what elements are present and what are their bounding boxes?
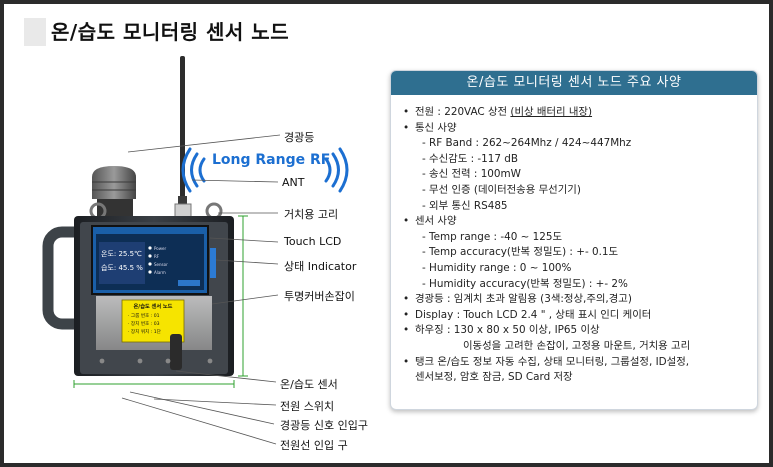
callout-antenna: ANT bbox=[282, 176, 305, 189]
spec-text: 센서 사양 bbox=[415, 215, 457, 228]
touch-lcd: 온도: 25.5℃ 습도: 45.5 % Power RF Sensor Ala… bbox=[91, 225, 209, 295]
lcd-status-list: Power RF Sensor Alarm bbox=[148, 246, 168, 275]
spec-text: - 외부 통신 RS485 bbox=[422, 199, 508, 212]
spec-row: • 통신 사양 bbox=[403, 121, 757, 137]
spec-text-underlined: (비상 배터리 내장) bbox=[510, 106, 593, 118]
callout-lines bbox=[121, 134, 281, 445]
spec-text: 센서보정, 암호 잠금, SD Card 저장 bbox=[415, 371, 573, 384]
sensor-probe bbox=[170, 334, 182, 370]
cover-label-title: 온/습도 센서 노드 bbox=[134, 302, 173, 310]
spec-row: - Humidity accuracy(반복 정밀도) : +- 2% bbox=[403, 277, 757, 293]
bullet-icon: • bbox=[403, 293, 410, 306]
callout-sensor: 온/습도 센서 bbox=[280, 378, 338, 391]
spec-text: - RF Band : 262~264Mhz / 424~447Mhz bbox=[422, 137, 632, 150]
rf-wave-icon-left bbox=[181, 147, 206, 193]
lcd-temp: 온도: 25.5℃ bbox=[101, 250, 142, 258]
spec-row: - 외부 통신 RS485 bbox=[403, 199, 757, 215]
callout-beacon-input: 경광등 신호 인입구 bbox=[280, 419, 368, 432]
spec-row: - Humidity range : 0 ~ 100% bbox=[403, 261, 757, 277]
lcd-status-item: Power bbox=[154, 246, 166, 251]
spec-row: - Temp range : -40 ~ 125도 bbox=[403, 230, 757, 246]
beacon-lamp bbox=[92, 166, 136, 217]
spec-text: - Humidity accuracy(반복 정밀도) : +- 2% bbox=[422, 277, 628, 290]
bullet-icon: • bbox=[403, 215, 410, 228]
cover-label-line: · 그룹 번호 : 01 bbox=[128, 312, 160, 319]
spec-text: - 수신감도 : -117 dB bbox=[422, 152, 519, 165]
spec-card: 온/습도 모니터링 센서 노드 주요 사양 • 전원 : 220VAC 상전 (비… bbox=[390, 70, 758, 410]
callout-status-indicator: 상태 Indicator bbox=[284, 260, 357, 273]
callout-touch-lcd: Touch LCD bbox=[284, 235, 342, 248]
document-frame: 온/습도 모니터링 센서 노드 bbox=[4, 4, 769, 463]
spec-row: 센서보정, 암호 잠금, SD Card 저장 bbox=[403, 370, 757, 386]
transparent-cover: 온/습도 센서 노드 · 그룹 번호 : 01 · 장치 번호 : 03 · 장… bbox=[96, 296, 212, 350]
bullet-icon: • bbox=[403, 324, 410, 337]
spec-row: - 무선 인증 (데이터전송용 무선기기) bbox=[403, 183, 757, 199]
spec-row: • 하우징 : 130 x 80 x 50 이상, IP65 이상 bbox=[403, 323, 757, 339]
spec-text: - Humidity range : 0 ~ 100% bbox=[422, 261, 572, 274]
bullet-icon: • bbox=[403, 308, 410, 321]
callout-power-inlet: 전원선 인입 구 bbox=[280, 439, 348, 452]
spec-text: 이동성을 고려한 손잡이, 고정용 마운트, 거치용 고리 bbox=[463, 339, 691, 352]
spec-text: - Temp accuracy(반복 정밀도) : +- 0.1도 bbox=[422, 246, 619, 259]
callout-beacon: 경광등 bbox=[284, 131, 315, 144]
lcd-status-item: Sensor bbox=[154, 262, 168, 267]
spec-row: - 수신감도 : -117 dB bbox=[403, 152, 757, 168]
title-marker bbox=[24, 18, 46, 46]
spec-row: 이동성을 고려한 손잡이, 고정용 마운트, 거치용 고리 bbox=[403, 339, 757, 355]
spec-text: - 송신 전력 : 100mW bbox=[422, 168, 521, 181]
rf-label: Long Range RF bbox=[212, 152, 331, 168]
bullet-icon: • bbox=[403, 355, 410, 368]
dimension-lines bbox=[73, 215, 248, 388]
page-title: 온/습도 모니터링 센서 노드 bbox=[51, 20, 290, 44]
spec-card-header: 온/습도 모니터링 센서 노드 주요 사양 bbox=[391, 71, 757, 95]
spec-row: • 전원 : 220VAC 상전 (비상 배터리 내장) bbox=[403, 105, 757, 121]
spec-row: • 센서 사양 bbox=[403, 214, 757, 230]
screws bbox=[99, 358, 213, 364]
lcd-status-item: Alarm bbox=[154, 270, 166, 275]
callout-hanging-ring: 거치용 고리 bbox=[284, 208, 339, 221]
bullet-icon: • bbox=[403, 121, 410, 134]
antenna bbox=[174, 56, 192, 221]
spec-text: 통신 사양 bbox=[415, 121, 457, 134]
callout-cover-handle: 투명커버손잡이 bbox=[284, 290, 355, 303]
bullet-icon: • bbox=[403, 106, 410, 118]
callout-power-switch: 전원 스위치 bbox=[280, 400, 335, 413]
spec-text: - Temp range : -40 ~ 125도 bbox=[422, 230, 563, 243]
status-indicator bbox=[210, 248, 216, 278]
spec-row: • Display : Touch LCD 2.4 " , 상태 표시 인디 케이… bbox=[403, 308, 757, 324]
spec-row: - Temp accuracy(반복 정밀도) : +- 0.1도 bbox=[403, 245, 757, 261]
lcd-humidity: 습도: 45.5 % bbox=[101, 263, 143, 272]
cover-label-line: · 장치 위치 : 1단 bbox=[128, 328, 162, 335]
spec-list: • 전원 : 220VAC 상전 (비상 배터리 내장) • 통신 사양 - RF Ba… bbox=[391, 95, 757, 386]
device-illustration: 온도: 25.5℃ 습도: 45.5 % Power RF Sensor Ala… bbox=[42, 56, 349, 445]
spec-text: 전원 : 220VAC 상전 bbox=[415, 106, 511, 118]
spec-text: 탱크 온/습도 정보 자동 수집, 상태 모니터링, 그룹설정, ID설정, bbox=[415, 355, 690, 368]
spec-text: 하우징 : 130 x 80 x 50 이상, IP65 이상 bbox=[415, 324, 600, 337]
cover-label-line: · 장치 번호 : 03 bbox=[128, 320, 160, 327]
spec-row: - RF Band : 262~264Mhz / 424~447Mhz bbox=[403, 136, 757, 152]
rf-wave-icon-right bbox=[324, 147, 349, 193]
lcd-status-item: RF bbox=[154, 254, 160, 259]
spec-row: • 경광등 : 임계치 초과 알림용 (3색:정상,주의,경고) bbox=[403, 292, 757, 308]
spec-text: - 무선 인증 (데이터전송용 무선기기) bbox=[422, 183, 581, 196]
spec-text: 경광등 : 임계치 초과 알림용 (3색:정상,주의,경고) bbox=[415, 293, 632, 306]
spec-row: • 탱크 온/습도 정보 자동 수집, 상태 모니터링, 그룹설정, ID설정, bbox=[403, 355, 757, 371]
spec-text: Display : Touch LCD 2.4 " , 상태 표시 인디 케이터 bbox=[415, 308, 652, 321]
spec-row: - 송신 전력 : 100mW bbox=[403, 167, 757, 183]
